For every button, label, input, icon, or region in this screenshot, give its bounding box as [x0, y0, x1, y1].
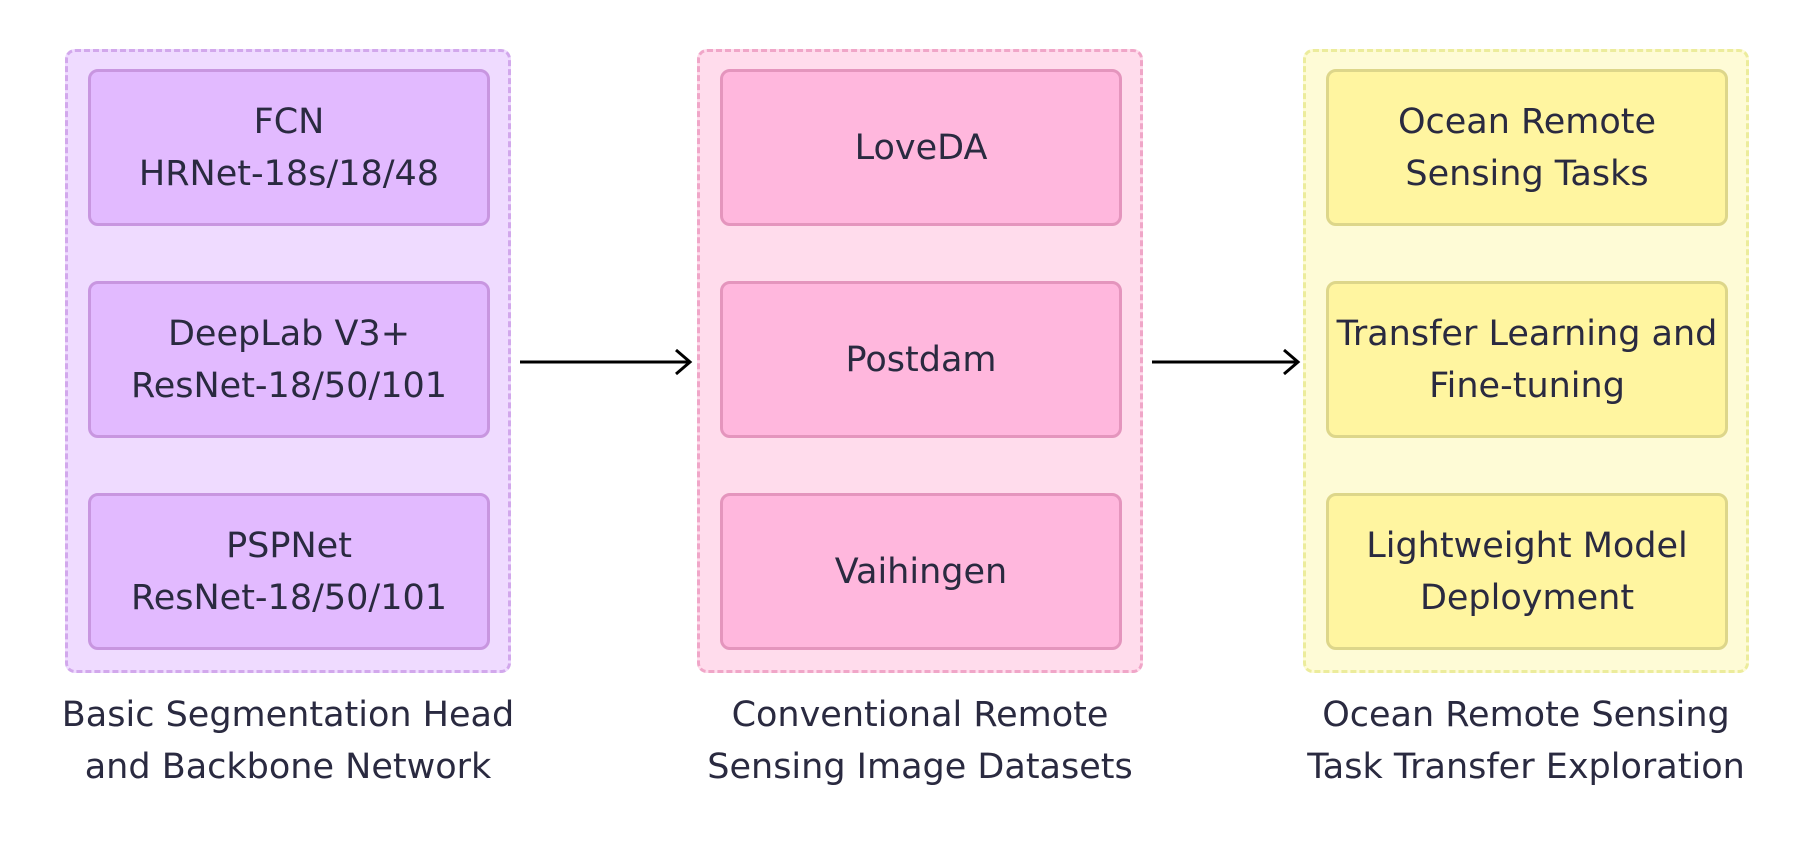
- node-label-line1: DeepLab V3+: [167, 313, 411, 354]
- node-label-line1: Ocean Remote: [1397, 101, 1657, 142]
- node-label-line1: Postdam: [845, 339, 997, 380]
- group-segmentation-backbone: FCN HRNet-18s/18/48 DeepLab V3+ ResNet-1…: [65, 49, 511, 673]
- group-caption-ocean: Ocean Remote Sensing Task Transfer Explo…: [1266, 689, 1786, 793]
- node-lightweight-deployment: Lightweight Model Deployment: [1326, 493, 1728, 650]
- node-label-line1: Vaihingen: [834, 551, 1008, 592]
- node-fcn: FCN HRNet-18s/18/48: [88, 69, 490, 226]
- node-label-line2: Sensing Tasks: [1405, 153, 1649, 194]
- node-transfer-learning: Transfer Learning and Fine-tuning: [1326, 281, 1728, 438]
- caption-line1: Ocean Remote Sensing: [1322, 695, 1730, 735]
- group-caption-segmentation: Basic Segmentation Head and Backbone Net…: [28, 689, 548, 793]
- node-postdam: Postdam: [720, 281, 1122, 438]
- node-label-line1: LoveDA: [854, 127, 988, 168]
- arrow-group1-to-group2: [520, 348, 693, 376]
- group-caption-datasets: Conventional Remote Sensing Image Datase…: [660, 689, 1180, 793]
- node-label-line1: FCN: [253, 101, 325, 142]
- node-ocean-tasks: Ocean Remote Sensing Tasks: [1326, 69, 1728, 226]
- caption-line1: Conventional Remote: [731, 695, 1109, 735]
- node-label-line1: Lightweight Model: [1366, 525, 1688, 566]
- node-deeplab: DeepLab V3+ ResNet-18/50/101: [88, 281, 490, 438]
- group-ocean-transfer: Ocean Remote Sensing Tasks Transfer Lear…: [1303, 49, 1749, 673]
- group-remote-sensing-datasets: LoveDA Postdam Vaihingen: [697, 49, 1143, 673]
- node-vaihingen: Vaihingen: [720, 493, 1122, 650]
- node-label-line2: ResNet-18/50/101: [130, 577, 448, 618]
- arrow-group2-to-group3: [1152, 348, 1301, 376]
- caption-line2: and Backbone Network: [84, 747, 492, 787]
- node-label-line1: Transfer Learning and: [1336, 313, 1718, 354]
- node-label-line2: HRNet-18s/18/48: [138, 153, 440, 194]
- node-label-line2: Fine-tuning: [1429, 365, 1625, 406]
- caption-line2: Sensing Image Datasets: [707, 747, 1133, 787]
- caption-line1: Basic Segmentation Head: [61, 695, 515, 735]
- node-pspnet: PSPNet ResNet-18/50/101: [88, 493, 490, 650]
- caption-line2: Task Transfer Exploration: [1307, 747, 1745, 787]
- node-loveda: LoveDA: [720, 69, 1122, 226]
- node-label-line2: Deployment: [1419, 577, 1635, 618]
- node-label-line1: PSPNet: [226, 525, 352, 566]
- node-label-line2: ResNet-18/50/101: [130, 365, 448, 406]
